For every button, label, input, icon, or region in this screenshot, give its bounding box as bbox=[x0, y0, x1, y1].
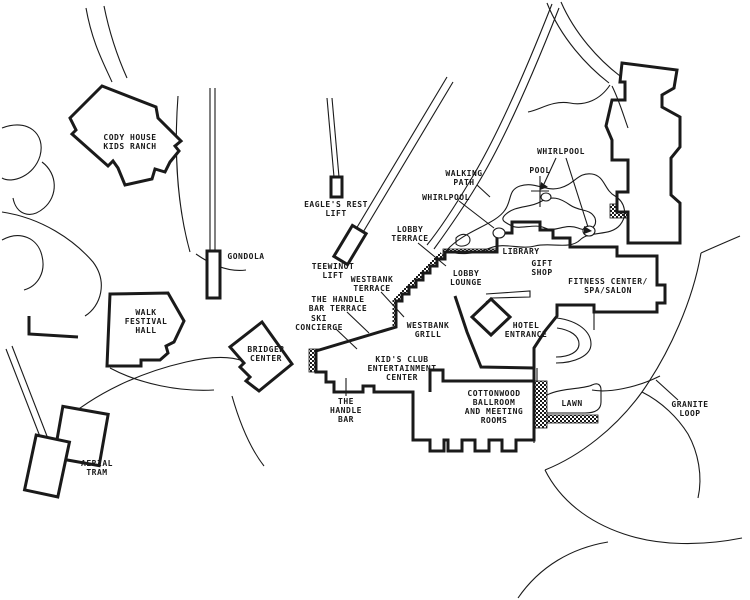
building-teewinot-lift bbox=[331, 223, 369, 267]
leader-lines bbox=[335, 157, 679, 401]
building-gondola-terminal bbox=[205, 249, 222, 300]
wall-fragment bbox=[27, 316, 79, 339]
buildings bbox=[22, 61, 682, 499]
whirlpool-west-tub bbox=[492, 227, 506, 239]
building-aerial-tram bbox=[22, 433, 72, 499]
lawn-outline bbox=[546, 383, 602, 414]
building-cody-house bbox=[68, 84, 184, 187]
hotel-entrance-wing-wall bbox=[453, 295, 535, 370]
lawn-terrace-strip bbox=[546, 414, 599, 424]
pool-area bbox=[446, 84, 629, 414]
ballroom-north-wall bbox=[428, 368, 534, 392]
building-eagles-rest-lift bbox=[329, 175, 344, 199]
gift-shop-canopy bbox=[485, 290, 531, 303]
building-bridger-center bbox=[227, 319, 295, 393]
building-walk-festival-hall bbox=[105, 291, 186, 368]
hotel-entrance-porch bbox=[469, 296, 513, 338]
whirlpool-north-tub bbox=[540, 192, 552, 202]
building-spa-tower bbox=[604, 61, 682, 245]
